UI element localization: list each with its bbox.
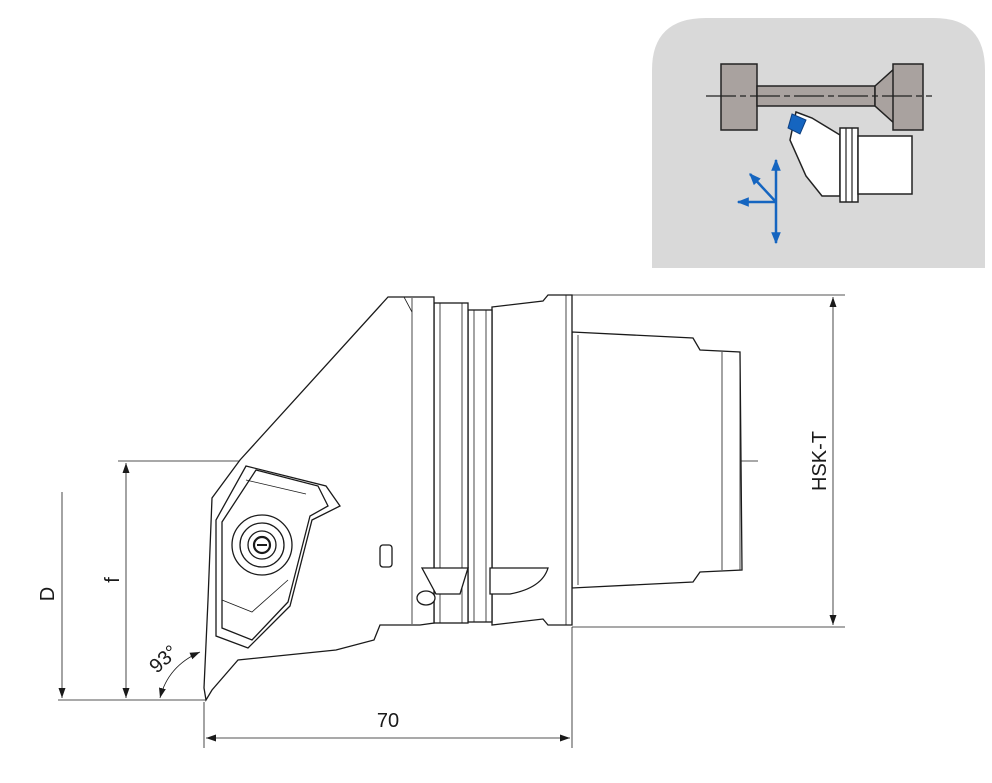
flange <box>491 294 573 626</box>
extension-lines <box>58 294 845 748</box>
hsk-label: HSK-T <box>809 431 831 491</box>
turning-operation-icon <box>652 18 985 268</box>
workpiece-icon <box>706 63 932 131</box>
angle-arc <box>159 651 201 699</box>
angle-label: 93° <box>145 641 182 678</box>
length-label: 70 <box>377 710 399 732</box>
coolant-hole <box>416 590 436 606</box>
key-slot-right <box>489 567 549 595</box>
cutting-insert <box>215 465 341 649</box>
side-pin <box>379 544 393 568</box>
tool-icon <box>787 110 913 203</box>
groove-1 <box>467 309 493 623</box>
feed-direction-arrows-icon <box>736 158 781 245</box>
offset-label: f <box>102 577 124 583</box>
key-slot-left <box>420 567 469 595</box>
hsk-shank <box>571 331 743 589</box>
diameter-label: D <box>37 587 59 601</box>
